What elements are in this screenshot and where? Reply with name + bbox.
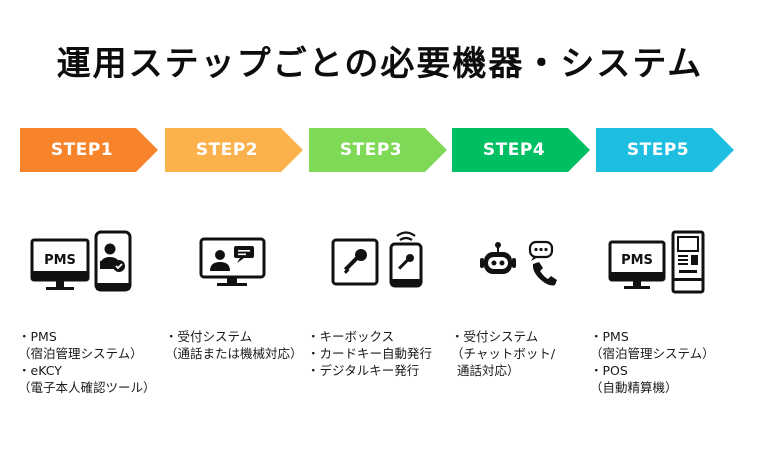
step-5-description: ・PMS （宿泊管理システム） ・POS （自動精算機） xyxy=(590,328,740,396)
chatbot-and-phone-call-icon xyxy=(480,240,557,286)
pms-monitor-text: PMS xyxy=(44,253,76,268)
step-4-line-1: ・受付システム xyxy=(451,329,539,344)
step-1-arrow: STEP1 xyxy=(20,128,158,172)
step-4-chevron-shape xyxy=(452,128,590,172)
ekyc-phone-icon xyxy=(94,230,132,292)
step-4-line-2: （チャットボット/ xyxy=(451,346,556,361)
pms-monitor-icon: PMS xyxy=(608,240,666,289)
step-5-line-4: （自動精算機） xyxy=(590,380,678,395)
step-5-line-1: ・PMS xyxy=(590,329,629,344)
phone-speech-bubble-icon xyxy=(528,240,557,286)
step-5-arrow: STEP5 xyxy=(596,128,734,172)
step-3-description: ・キーボックス ・カードキー自動発行 ・デジタルキー発行 xyxy=(307,328,457,379)
pms-monitor-text: PMS xyxy=(621,253,653,268)
step-3-label: STEP3 xyxy=(339,140,403,160)
step-2-arrow: STEP2 xyxy=(165,128,303,172)
page-title: 運用ステップごとの必要機器・システム xyxy=(56,44,704,84)
chatbot-robot-icon xyxy=(480,242,516,274)
digital-key-phone-icon xyxy=(389,231,423,288)
step-2-label: STEP2 xyxy=(195,140,259,160)
step-2-line-2: （通話または機械対応） xyxy=(165,346,303,361)
keybox-and-digital-key-icon xyxy=(331,231,423,288)
pms-monitor-and-ekyc-phone-icon: PMS xyxy=(30,230,132,292)
video-call-monitor-icon xyxy=(199,237,266,286)
step-5-label: STEP5 xyxy=(626,140,690,160)
pms-monitor-icon: PMS xyxy=(30,238,90,290)
step-1-label: STEP1 xyxy=(50,140,114,160)
step-3-arrow: STEP3 xyxy=(309,128,447,172)
step-4-arrow: STEP4 xyxy=(452,128,590,172)
step-1-line-1: ・PMS xyxy=(18,329,57,344)
step-2-description: ・受付システム （通話または機械対応） xyxy=(165,328,315,362)
keybox-icon xyxy=(331,238,379,286)
step-5-line-2: （宿泊管理システム） xyxy=(590,346,715,361)
step-1-line-3: ・eKCY xyxy=(18,363,62,378)
step-1-line-2: （宿泊管理システム） xyxy=(18,346,143,361)
payment-kiosk-icon xyxy=(671,230,705,294)
step-3-line-2: ・カードキー自動発行 xyxy=(307,346,433,361)
step-3-chevron-shape xyxy=(309,128,447,172)
step-5-line-3: ・POS xyxy=(590,363,628,378)
step-1-line-4: （電子本人確認ツール） xyxy=(18,380,156,395)
step-4-description: ・受付システム （チャットボット/ 通話対応） xyxy=(451,328,601,379)
step-2-line-1: ・受付システム xyxy=(165,329,253,344)
step-5-chevron-shape xyxy=(596,128,734,172)
step-1-description: ・PMS （宿泊管理システム） ・eKCY （電子本人確認ツール） xyxy=(18,328,168,396)
pms-monitor-and-payment-kiosk-icon: PMS xyxy=(608,230,705,294)
step-3-line-1: ・キーボックス xyxy=(307,329,395,344)
step-4-line-3: 通話対応） xyxy=(457,363,520,378)
step-1-chevron-shape xyxy=(20,128,158,172)
step-2-chevron-shape xyxy=(165,128,303,172)
step-4-label: STEP4 xyxy=(482,140,546,160)
step-3-line-3: ・デジタルキー発行 xyxy=(307,363,420,378)
